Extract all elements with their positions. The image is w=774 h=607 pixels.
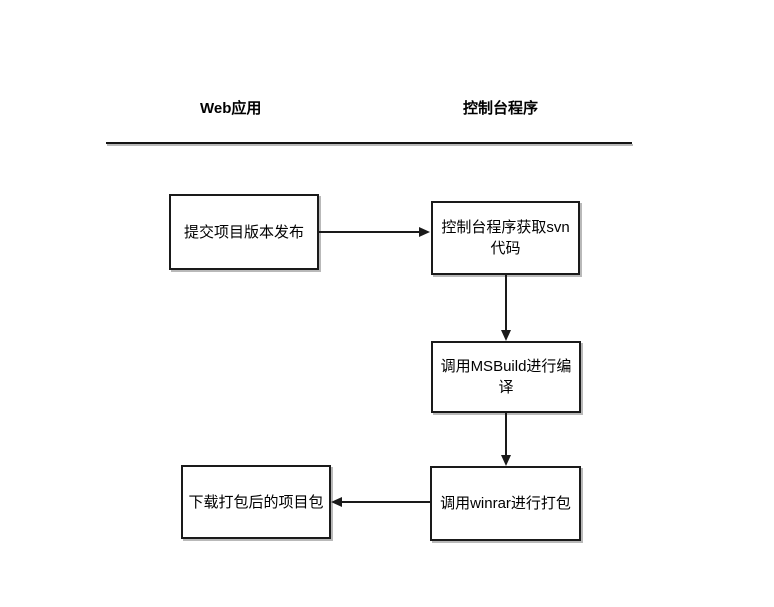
node-msbuild-compile-label: 调用MSBuild进行编译 — [440, 358, 572, 396]
arrowhead-left-icon — [331, 497, 342, 507]
edge-line — [319, 231, 419, 233]
node-fetch-svn: 控制台程序获取svn代码 — [431, 201, 580, 275]
arrowhead-down-icon — [501, 455, 511, 466]
arrowhead-right-icon — [419, 227, 430, 237]
node-winrar-package: 调用winrar进行打包 — [430, 466, 581, 541]
edge-line — [505, 274, 507, 330]
node-submit-release: 提交项目版本发布 — [169, 194, 319, 270]
node-submit-release-label: 提交项目版本发布 — [183, 223, 304, 241]
edge-line — [505, 413, 507, 455]
lane-divider-line — [106, 142, 632, 144]
lane-title-web-app: Web应用 — [200, 100, 262, 117]
edge-line — [342, 501, 430, 503]
node-fetch-svn-label: 控制台程序获取svn代码 — [441, 219, 570, 257]
node-download-package-label: 下载打包后的项目包 — [188, 493, 324, 511]
arrowhead-down-icon — [501, 330, 511, 341]
node-download-package: 下载打包后的项目包 — [181, 465, 331, 539]
node-winrar-package-label: 调用winrar进行打包 — [440, 495, 571, 512]
lane-title-console-program: 控制台程序 — [463, 100, 539, 117]
node-msbuild-compile: 调用MSBuild进行编译 — [431, 341, 581, 413]
